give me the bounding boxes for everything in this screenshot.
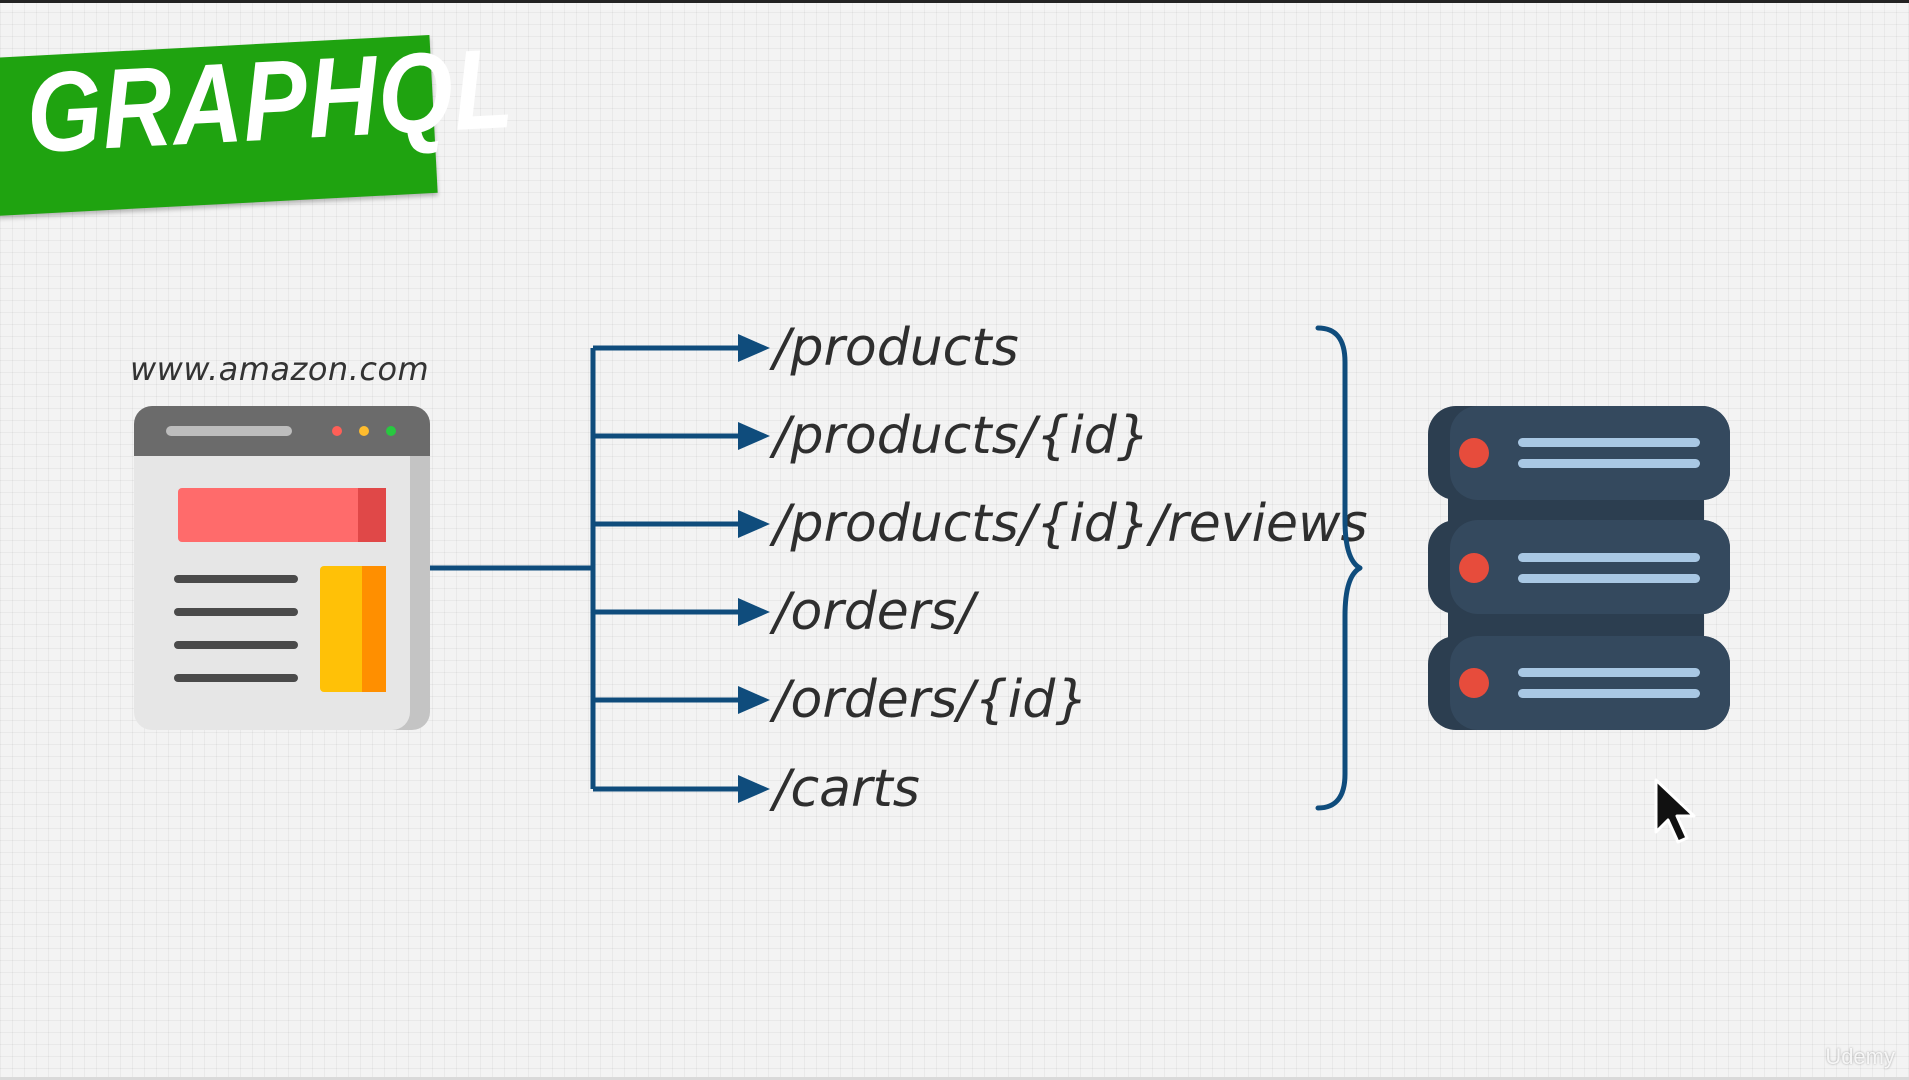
endpoint-label: /carts <box>773 759 920 819</box>
endpoint-label: /products/{id}/reviews <box>773 494 1368 554</box>
endpoint-label: /orders/{id} <box>773 670 1089 730</box>
bottom-border <box>0 1077 1909 1080</box>
watermark: Udemy <box>1825 1044 1895 1069</box>
endpoint-label: /products <box>773 318 1019 378</box>
endpoint-label: /products/{id} <box>773 406 1150 466</box>
connector-arrows <box>593 334 770 803</box>
top-border <box>0 0 1909 3</box>
client-label: www.amazon.com <box>130 350 430 388</box>
endpoint-label: /orders/ <box>773 582 975 642</box>
